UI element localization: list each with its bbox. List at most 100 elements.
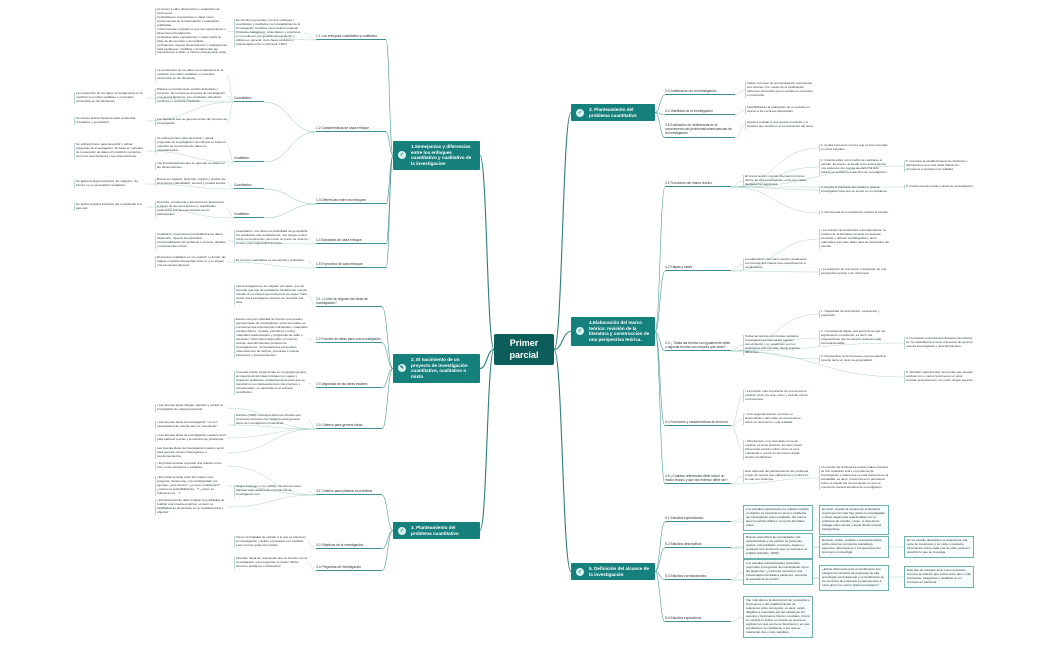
branch-3-node[interactable]: ✓3. Planteamiento del problema cuantitat… <box>393 522 480 540</box>
leaf-link <box>226 144 235 163</box>
branch-5-topic-5[interactable]: 4.5 ¿Cuántas referencias debe incluir un… <box>665 474 731 485</box>
branch-1-topic-2[interactable]: 1.2 Características de cada enfoque <box>316 126 386 133</box>
branch-link <box>385 155 394 245</box>
branch-1-topic-2-group-2[interactable]: Cualitativo <box>234 156 264 163</box>
branch-link <box>654 571 666 581</box>
branch-1-topic-2-group-1-text-5: Se intenta probar hipótesis para comprob… <box>74 116 146 125</box>
branch-6-topic-4[interactable]: 5.4 Estudios explicativos. <box>665 616 731 623</box>
branch-link <box>654 547 666 572</box>
leaf-link <box>226 424 317 430</box>
branch-5-node[interactable]: ✓4.Elaboración del marco teórico: revisi… <box>571 317 655 346</box>
branch-3-topic-1[interactable]: 3.1 Criterios para plantear el problema <box>316 489 382 496</box>
branch-6-topic-1-text-2: Es decir, cuando la revisión de la liter… <box>819 505 889 535</box>
leaf-link <box>226 485 317 496</box>
branch-5-topic-2-text-2: • La revisión de la literatura correspon… <box>819 228 889 249</box>
branch-1-topic-5[interactable]: 1.5 El proceso de cada enfoque <box>316 262 386 269</box>
branch-3-topic-1-text-2: • El problema debe expresar una relación… <box>155 461 227 470</box>
leaf-link <box>730 263 744 272</box>
branch-1-topic-1-text-1: En términos generales, los dos enfoques … <box>234 18 304 47</box>
branch-2-topic-4-text-4: • Las buenas ideas de investigación pued… <box>155 433 226 442</box>
branch-6-topic-3[interactable]: 5.3 Estudios correlacionales. <box>665 574 731 581</box>
branch-6-topic-1-text-1: Los estudios exploratorios se realizan c… <box>743 505 813 531</box>
leaf-link <box>226 161 235 167</box>
branch-1-topic-3-group-2[interactable]: Cualitativo <box>234 212 264 219</box>
branch-2-topic-4-text-1: Danhke (1989) menciona diversos criterio… <box>234 413 308 426</box>
branch-6-topic-2-text-2: Es decir, miden, evalúan o recolectan da… <box>819 536 889 558</box>
leaf-link <box>730 418 744 427</box>
leaf-link <box>145 206 235 219</box>
leaf-link <box>226 465 317 496</box>
branch-3-topic-2[interactable]: 3.2 Objetivos de la investigación <box>316 543 382 550</box>
check-icon: ✓ <box>576 327 584 336</box>
leaf-link <box>734 89 746 96</box>
branch-5-topic-2[interactable]: 4.2 Etapas y fases <box>665 265 731 272</box>
leaf-link <box>226 240 317 245</box>
branch-5-topic-1-text-4: 3. Amplía el horizonte del estudio o guí… <box>819 185 888 194</box>
branch-1-topic-1[interactable]: 1.1 Los enfoques cuantitativo y cualitat… <box>316 34 386 41</box>
branch-4-topic-3[interactable]: 3.5 Evaluación de deficiencias en el con… <box>665 123 735 138</box>
branch-2-topic-2[interactable]: 2.2 Fuentes de ideas para una investigac… <box>316 337 382 344</box>
leaf-link <box>730 186 820 214</box>
leaf-link <box>226 101 235 123</box>
branch-3-topic-3[interactable]: 3.4 Preguntas de investigación <box>316 565 382 572</box>
leaf-link <box>730 395 744 427</box>
leaf-link <box>307 490 317 496</box>
branch-6-topic-1[interactable]: 5.1 Estudios exploratorios. <box>665 516 731 523</box>
branch-4-topic-1[interactable]: 3.3 Justificación de la investigación <box>665 89 735 96</box>
branch-2-topic-2-text-1: Existe una gran variedad de fuentes que … <box>234 317 308 358</box>
leaf-link <box>730 475 744 485</box>
leaf-link <box>730 342 905 352</box>
branch-link <box>654 112 666 116</box>
branch-1-node[interactable]: ✓1.Semejanzas y diferencias entre los en… <box>393 141 480 170</box>
branch-1-topic-2-group-1-text-3: Las hipótesis que se generan antes del p… <box>155 117 228 126</box>
branch-1-topic-2-group-2-text-1: Se utiliza primero para descubrir y refi… <box>74 142 146 159</box>
leaf-link <box>730 147 820 188</box>
branch-5-topic-4-text-2: • Una segunda función consiste en sistem… <box>743 412 809 425</box>
branch-1-topic-3-group-1[interactable]: Cuantitativo <box>234 183 264 190</box>
branch-6-topic-2[interactable]: 5.2 Estudios descriptivos <box>665 542 731 549</box>
leaf-link <box>730 616 744 623</box>
leaf-link <box>226 428 317 454</box>
check-icon: ✓ <box>576 108 584 117</box>
branch-2-topic-3-text-1: Una idea puede surgir donde se congregan… <box>234 370 307 395</box>
branch-1-topic-4-text-2: Cualitativo: proporciona profundidad a l… <box>155 232 226 249</box>
branch-link <box>654 112 666 139</box>
leaf-link <box>734 109 746 116</box>
branch-1-topic-2-group-1[interactable]: Cuantitativo <box>234 96 264 103</box>
branch-6-node[interactable]: ✓5. Definición del alcance de la investi… <box>571 563 655 581</box>
branch-1-topic-3[interactable]: 1.3 Diferencias entre los enfoques <box>316 198 386 205</box>
group-link <box>263 101 317 133</box>
branch-5-topic-4-text-1: • La función más importante de una teorí… <box>743 389 808 402</box>
branch-2-topic-4[interactable]: 2.4 Criterios para generar ideas <box>316 423 382 430</box>
branch-6-topic-3-text-2: ¿Existe diferencia entre el rendimiento … <box>819 565 889 591</box>
branch-3-topic-1-text-4: • El planteamiento debe implicar la posi… <box>155 498 227 515</box>
root-link <box>479 348 495 532</box>
branch-1-topic-4[interactable]: 1.4 Bondades de cada enfoque <box>316 238 386 245</box>
branch-link <box>381 530 394 550</box>
branch-2-topic-1[interactable]: 2.1 ¿Cómo se originan las ideas de inves… <box>316 297 382 308</box>
leaf-link <box>226 181 235 190</box>
branch-4-node[interactable]: ✓3. Planteamiento del problema cuantitat… <box>571 104 655 122</box>
branch-5-topic-3-text-5: 4. Innovación-inventiva (fructificación … <box>904 336 973 349</box>
root-node[interactable]: Primer parcial <box>494 334 554 366</box>
branch-5-topic-3[interactable]: 4.3 ¿ Todas las teorías son igualmente ú… <box>665 341 731 352</box>
branch-2-node[interactable]: ✎2. El nacimiento de un proyecto de inve… <box>393 354 480 383</box>
branch-4-topic-2[interactable]: 3.4 Viabilidad de la investigación <box>665 109 735 116</box>
branch-2-topic-4-text-3: • Las buenas ideas de investigación "no … <box>155 420 227 429</box>
leaf-link <box>307 337 317 344</box>
leaf-link <box>730 270 820 273</box>
branch-5-topic-4[interactable]: 4.4 Funciones y características de la te… <box>665 420 731 427</box>
branch-2-topic-3[interactable]: 2.3 Vaguedad de las ideas iniciales <box>316 382 382 389</box>
branch-link <box>381 530 394 572</box>
branch-link <box>654 571 666 623</box>
leaf-link <box>730 571 744 581</box>
branch-5-topic-1[interactable]: 4.1 Funciones del marco teórico. <box>665 181 731 188</box>
branch-link <box>654 331 666 352</box>
leaf-link <box>145 150 235 163</box>
branch-6-topic-4-text-1: Van más allá de la descripción de concep… <box>743 596 813 638</box>
leaf-link <box>730 517 744 523</box>
leaf-link <box>730 238 820 272</box>
branch-link <box>385 131 394 156</box>
leaf-link <box>226 407 317 430</box>
leaf-link <box>307 419 317 430</box>
